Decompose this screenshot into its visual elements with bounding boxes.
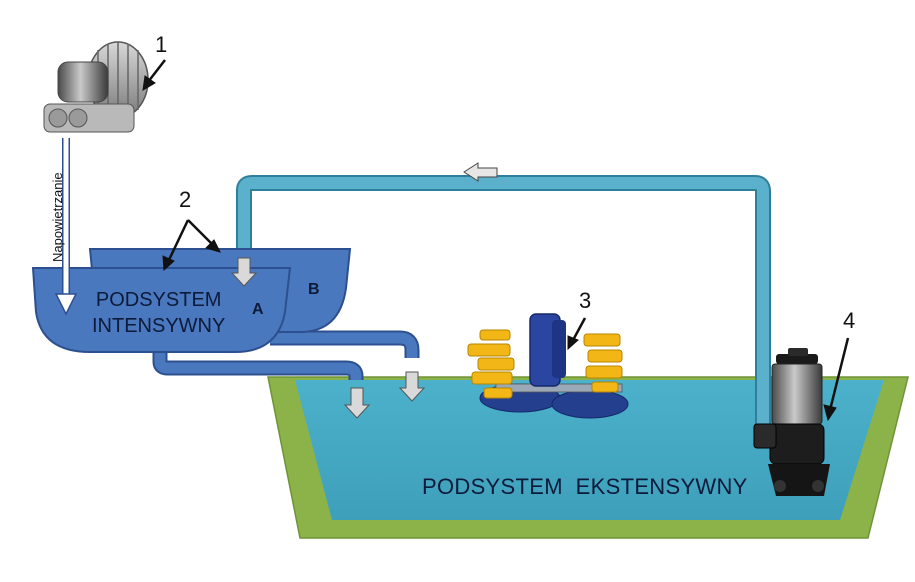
label-2: 2 [179,187,192,212]
intensive-title-line1: PODSYSTEM [95,289,222,311]
aeration-line [54,138,78,316]
flow-arrow-return-left [463,162,498,182]
label-3: 3 [579,288,592,313]
pointer-2b [187,219,221,253]
aeration-label: Napowietrzanie [50,172,65,262]
paddle-left [467,329,515,399]
extensive-pond [267,376,909,539]
pointer-arrows [142,59,850,422]
flow-arrow-into-tank [230,257,258,287]
submersible-pump-icon [753,348,830,496]
pointer-2a [162,219,190,272]
intensive-title: PODSYSTEM INTENSYWNY [92,287,225,339]
label-4: 4 [843,308,856,333]
paddle-right [583,333,623,393]
pointer-1 [142,59,166,91]
pointer-4 [823,337,850,422]
tank-b-label: B [308,281,320,298]
return-pipe [236,175,771,425]
outlet-pipe-b [270,330,420,358]
intensive-title-line2: INTENSYWNY [92,315,226,337]
flow-arrow-pond-left [343,387,371,419]
air-blower-icon [43,41,149,133]
flow-arrow-pond-right [398,371,426,402]
paddlewheel-aerator-icon [467,313,629,419]
label-1: 1 [155,32,168,57]
pond-water [295,380,884,520]
pointer-3 [567,317,587,351]
outlet-pipe-a [152,345,364,380]
tank-a [31,267,292,353]
extensive-title: PODSYSTEM EKSTENSYWNY [422,474,748,499]
tank-a-label: A [252,301,264,318]
